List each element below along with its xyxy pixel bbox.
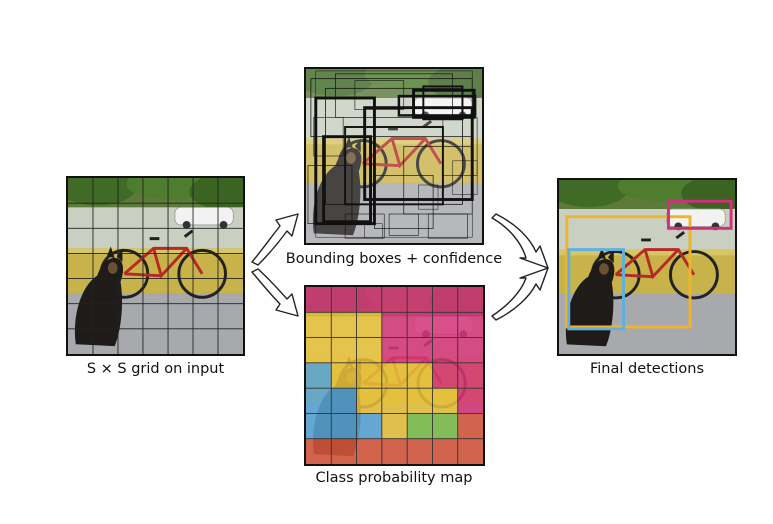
class-cell-magenta	[457, 337, 483, 363]
arrow-boxes-to-final	[491, 213, 549, 269]
class-cell-yellow	[331, 337, 357, 363]
class-cell-yellow	[331, 362, 357, 389]
bounding-boxes-caption: Bounding boxes + confidence	[285, 251, 503, 267]
class-probability-map-panel	[304, 285, 485, 466]
class-cell-yellow	[407, 362, 433, 389]
class-cell-red	[381, 438, 408, 464]
class-cell-magenta	[457, 362, 483, 389]
arrow-grid-to-classes	[251, 268, 299, 317]
car-detection-box	[667, 199, 733, 230]
class-cell-magenta	[432, 362, 458, 389]
class-cell-magenta	[306, 287, 332, 313]
class-cell-yellow	[381, 413, 408, 439]
class-cell-magenta	[407, 287, 433, 313]
sxs-grid-lines	[68, 178, 243, 354]
class-cell-red	[356, 438, 382, 464]
bicycle-detection-box	[565, 215, 692, 329]
class-cell-magenta	[356, 287, 382, 313]
class-cell-yellow	[356, 362, 382, 389]
class-cell-yellow	[381, 362, 408, 389]
class-cell-magenta	[432, 337, 458, 363]
class-cell-red	[407, 438, 433, 464]
class-cell-yellow	[407, 388, 433, 414]
class-cell-red	[457, 413, 483, 439]
class-cell-yellow	[356, 388, 382, 414]
class-cell-magenta	[457, 312, 483, 338]
input-grid-caption: S × S grid on input	[86, 361, 225, 377]
input-grid-panel	[66, 176, 245, 356]
class-cell-magenta	[407, 312, 433, 338]
final-detections-panel	[557, 178, 737, 356]
class-cell-magenta	[381, 312, 408, 338]
class-cell-yellow	[356, 337, 382, 363]
class-cell-magenta	[432, 312, 458, 338]
class-cell-magenta	[381, 287, 408, 313]
class-cell-red	[457, 438, 483, 464]
class-cell-magenta	[457, 388, 483, 414]
class-cell-yellow	[306, 312, 332, 338]
class-cell-red	[432, 438, 458, 464]
class-grid-lines	[306, 287, 483, 464]
class-cell-yellow	[356, 312, 382, 338]
bounding-boxes-panel	[304, 67, 484, 245]
class-cell-green	[407, 413, 433, 439]
class-cell-green	[432, 413, 458, 439]
class-cell-yellow	[432, 388, 458, 414]
class-cell-blue	[306, 362, 332, 389]
class-cell-blue	[306, 413, 332, 439]
class-probability-cells	[306, 287, 483, 464]
class-cell-red	[331, 438, 357, 464]
class-cell-yellow	[381, 388, 408, 414]
class-cell-blue	[331, 388, 357, 414]
dog-detection-box	[567, 248, 625, 331]
arrow-classes-to-final	[491, 267, 549, 321]
class-cell-red	[306, 438, 332, 464]
class-cell-magenta	[432, 287, 458, 313]
final-detections-caption: Final detections	[589, 361, 705, 377]
class-cell-yellow	[331, 312, 357, 338]
class-cell-magenta	[331, 287, 357, 313]
class-cell-magenta	[381, 337, 408, 363]
class-cell-blue	[306, 388, 332, 414]
class-cell-blue	[331, 413, 357, 439]
predicted-boxes	[307, 70, 478, 239]
class-cell-blue	[356, 413, 382, 439]
class-cell-yellow	[306, 337, 332, 363]
arrow-grid-to-boxes	[251, 213, 299, 266]
class-probability-caption: Class probability map	[315, 470, 473, 486]
class-cell-magenta	[407, 337, 433, 363]
class-cell-magenta	[457, 287, 483, 313]
